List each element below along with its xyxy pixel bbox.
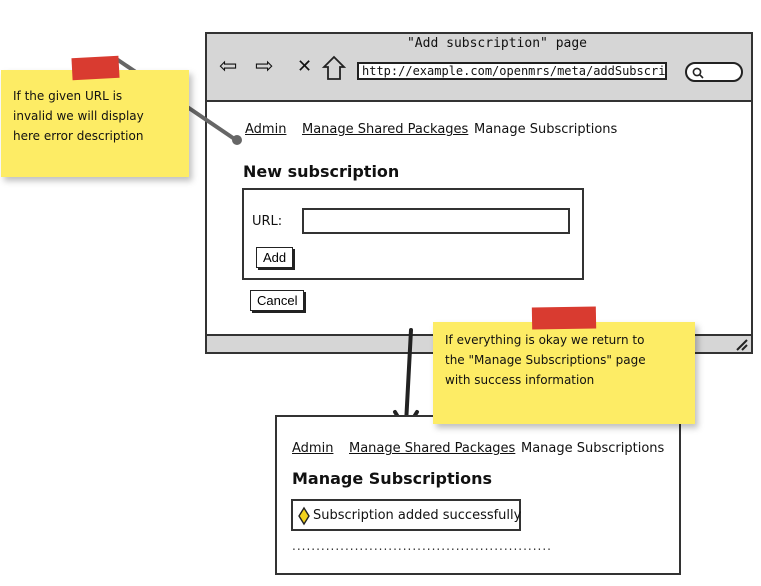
url-input[interactable] [302, 208, 570, 234]
back-arrow-icon[interactable]: ⇦ [219, 54, 238, 79]
error-note-line: invalid we will display [13, 109, 144, 123]
error-pointer-dot [232, 135, 242, 145]
result-page-title: Manage Subscriptions [292, 469, 493, 488]
result-breadcrumb-admin[interactable]: Admin [292, 441, 334, 456]
breadcrumb-manage-subscriptions: Manage Subscriptions [474, 122, 618, 137]
success-note-tape [531, 306, 597, 330]
breadcrumb-admin[interactable]: Admin [245, 122, 287, 137]
forward-arrow-icon[interactable]: ⇨ [255, 54, 274, 79]
add-button[interactable]: Add [256, 247, 294, 268]
result-breadcrumb-manage-subscriptions: Manage Subscriptions [521, 441, 665, 456]
error-note-line: here error description [13, 129, 144, 143]
window-title: "Add subscription" page [406, 36, 587, 51]
success-note-line: If everything is okay we return to [445, 333, 645, 347]
url-label: URL: [252, 214, 283, 229]
search-icon [692, 67, 704, 79]
stop-x-icon[interactable]: ✕ [297, 56, 313, 77]
result-breadcrumb-manage-shared-packages[interactable]: Manage Shared Packages [349, 441, 516, 456]
subscription-form: URL: Add [242, 188, 584, 280]
flow-arrow-line [404, 328, 413, 426]
success-message-box: Subscription added successfully [291, 499, 521, 531]
page-title: New subscription [243, 162, 400, 181]
url-bar[interactable]: http://example.com/openmrs/meta/addSubsc… [357, 62, 667, 80]
error-note-line: If the given URL is [13, 89, 123, 103]
home-icon[interactable] [321, 54, 347, 82]
browser-search-box[interactable] [685, 62, 743, 82]
result-page: Admin Manage Shared Packages Manage Subs… [275, 415, 681, 575]
success-note-line: with success information [445, 373, 595, 387]
error-note-tape [71, 55, 120, 81]
success-note: If everything is okay we return to the "… [433, 322, 695, 424]
cancel-button[interactable]: Cancel [250, 290, 305, 311]
error-note: If the given URL is invalid we will disp… [1, 70, 189, 177]
resize-grip-icon[interactable] [733, 336, 749, 352]
success-indicator-icon [298, 506, 310, 526]
breadcrumb-manage-shared-packages[interactable]: Manage Shared Packages [302, 122, 469, 137]
browser-toolbar: "Add subscription" page ⇦ ⇨ ✕ http://exa… [207, 34, 751, 102]
success-message: Subscription added successfully [313, 508, 522, 523]
success-note-line: the "Manage Subscriptions" page [445, 353, 646, 367]
dotted-placeholder-line: ........................................… [292, 539, 552, 553]
